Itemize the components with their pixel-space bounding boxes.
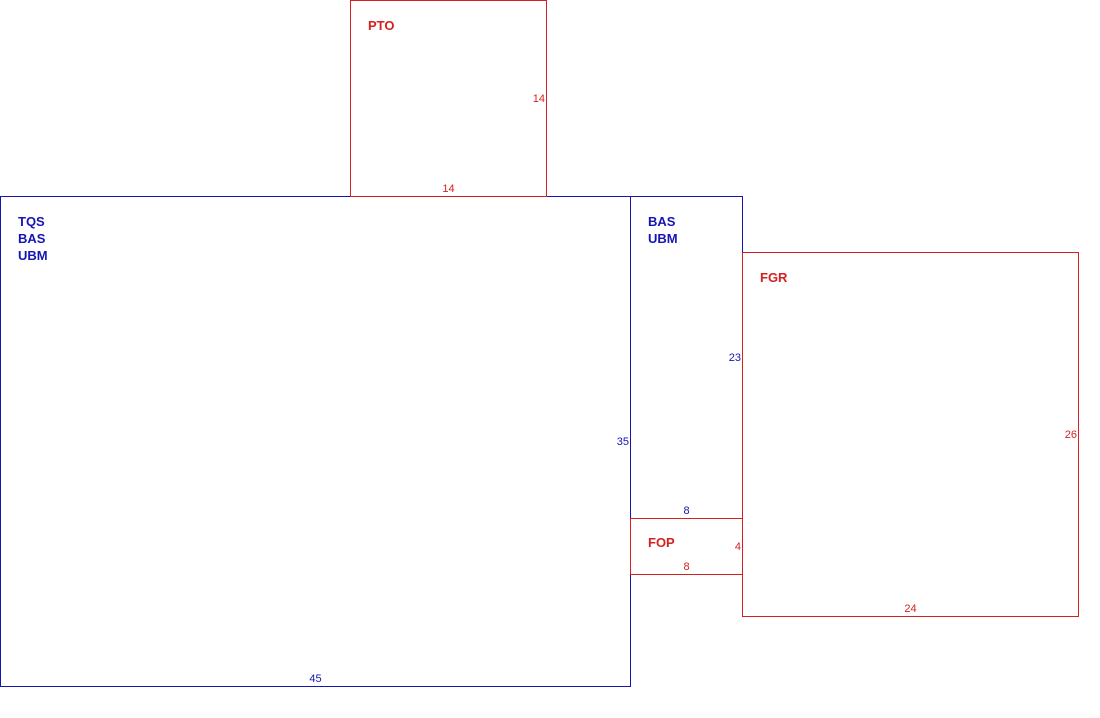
zone-main-codes: TQS BAS UBM bbox=[18, 213, 48, 264]
zone-main[interactable]: TQS BAS UBM 45 35 bbox=[0, 196, 631, 687]
zone-fop-width-label: 8 bbox=[683, 561, 690, 573]
zone-code: UBM bbox=[18, 248, 48, 263]
zone-pto-width-label: 14 bbox=[442, 183, 455, 195]
zone-side-height-label: 23 bbox=[728, 351, 741, 364]
zone-fop-codes: FOP bbox=[648, 534, 675, 551]
zone-fop[interactable]: FOP 8 4 bbox=[630, 518, 743, 575]
zone-code: PTO bbox=[368, 18, 395, 33]
zone-pto[interactable]: PTO 14 14 bbox=[350, 0, 547, 197]
zone-pto-height-label: 14 bbox=[532, 92, 545, 105]
zone-fgr-codes: FGR bbox=[760, 269, 787, 286]
zone-side-codes: BAS UBM bbox=[648, 213, 678, 247]
zone-code: FOP bbox=[648, 535, 675, 550]
zone-fgr[interactable]: FGR 24 26 bbox=[742, 252, 1079, 617]
zone-code: BAS bbox=[18, 231, 46, 246]
zone-fop-height-label: 4 bbox=[734, 540, 741, 553]
zone-pto-codes: PTO bbox=[368, 17, 395, 34]
zone-code: BAS bbox=[648, 214, 676, 229]
zone-code: UBM bbox=[648, 231, 678, 246]
zone-fgr-height-label: 26 bbox=[1064, 428, 1077, 441]
zone-fgr-width-label: 24 bbox=[904, 603, 917, 615]
zone-code: TQS bbox=[18, 214, 45, 229]
zone-side[interactable]: BAS UBM 8 23 bbox=[630, 196, 743, 519]
zone-main-width-label: 45 bbox=[309, 673, 322, 685]
zone-side-width-label: 8 bbox=[683, 505, 690, 517]
zone-main-height-label: 35 bbox=[616, 435, 629, 448]
zone-code: FGR bbox=[760, 270, 788, 285]
